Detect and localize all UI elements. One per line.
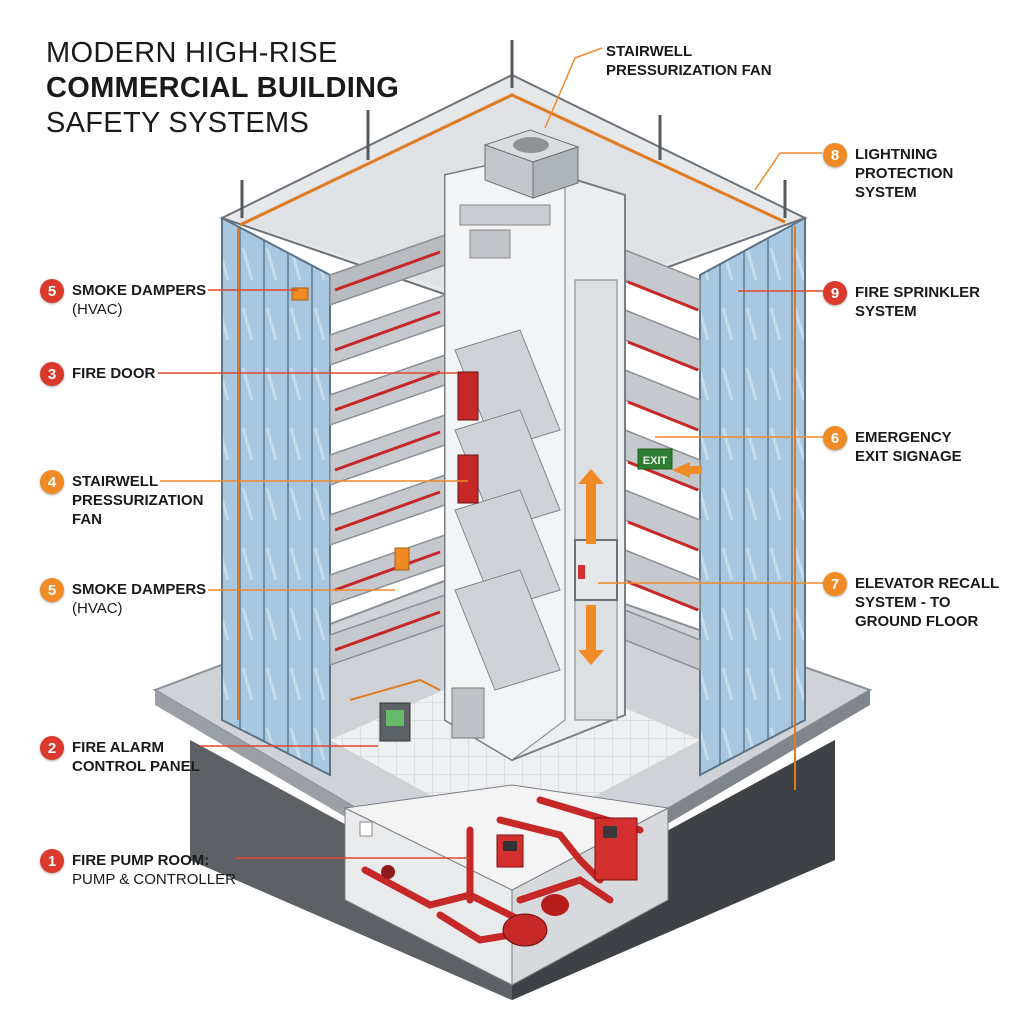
top-fan-label-line-2: PRESSURIZATION FAN [606, 62, 772, 79]
callout-badge: 8 [823, 143, 847, 167]
callout-line: (HVAC) [72, 600, 123, 617]
callout-stairwell-fan: 4 STAIRWELL PRESSURIZATION FAN [40, 470, 203, 529]
pump-room [343, 784, 670, 986]
callout-fire-alarm-panel: 2 FIRE ALARM CONTROL PANEL [40, 736, 200, 776]
top-fan-label: STAIRWELL PRESSURIZATION FAN [606, 42, 772, 80]
callout-line: CONTROL PANEL [72, 758, 200, 775]
callout-line: FIRE DOOR [72, 365, 156, 382]
callout-line: FIRE SPRINKLER [855, 284, 981, 301]
callout-line: LIGHTNING [855, 146, 938, 163]
exit-sign-text: EXIT [643, 455, 668, 467]
callout-line: PRESSURIZATION [72, 492, 204, 509]
top-fan-label-line-1: STAIRWELL [606, 43, 693, 60]
air-terminals [240, 40, 787, 218]
callout-line: SYSTEM - TO [855, 594, 951, 611]
callout-fire-pump-room: 1 FIRE PUMP ROOM: PUMP & CONTROLLER [40, 849, 236, 889]
callout-badge: 6 [823, 426, 847, 450]
callout-line: SYSTEM [855, 184, 917, 201]
callout-smoke-dampers-lower: 5 SMOKE DAMPERS (HVAC) [40, 578, 206, 618]
title-line-3: SAFETY SYSTEMS [46, 106, 310, 139]
callout-badge: 3 [40, 362, 64, 386]
pressurization-fan-unit [483, 129, 580, 199]
left-facade [221, 216, 331, 777]
left-sprinkler-pipes [334, 250, 441, 652]
callout-fire-sprinkler: 9 FIRE SPRINKLER SYSTEM [823, 281, 980, 321]
callout-badge: 5 [40, 279, 64, 303]
callout-line: SMOKE DAMPERS [72, 282, 207, 299]
leader-lines-red [158, 289, 825, 859]
callout-badge: 4 [40, 470, 64, 494]
callout-badge: 2 [40, 736, 64, 760]
callout-emergency-exit-signage: 6 EMERGENCY EXIT SIGNAGE [823, 426, 962, 466]
callout-line: SYSTEM [855, 303, 917, 320]
callout-line: PUMP & CONTROLLER [72, 871, 236, 888]
callout-line: GROUND FLOOR [855, 613, 979, 630]
central-core [444, 158, 626, 762]
callout-fire-door: 3 FIRE DOOR [40, 362, 155, 386]
callout-smoke-dampers-upper: 5 SMOKE DAMPERS (HVAC) [40, 279, 206, 319]
callout-badge: 5 [40, 578, 64, 602]
smoke-damper-upper [291, 287, 309, 301]
callout-line: EMERGENCY [855, 429, 952, 446]
title-line-2: COMMERCIAL BUILDING [46, 71, 400, 104]
callout-lightning-protection: 8 LIGHTNING PROTECTION SYSTEM [823, 143, 953, 202]
callout-line: FIRE ALARM [72, 739, 164, 756]
right-facade [699, 216, 806, 777]
callout-badge: 9 [823, 281, 847, 305]
callout-line: ELEVATOR RECALL [855, 575, 1000, 592]
callout-line: FAN [72, 511, 102, 528]
callout-elevator-recall: 7 ELEVATOR RECALL SYSTEM - TO GROUND FLO… [823, 572, 999, 631]
elevator-arrows [578, 469, 604, 665]
callout-badge: 7 [823, 572, 847, 596]
leader-lines-orange [160, 47, 825, 591]
smoke-damper-lower [394, 547, 410, 571]
callout-badge: 1 [40, 849, 64, 873]
diagram-title: MODERN HIGH-RISE COMMERCIAL BUILDING SAF… [46, 36, 399, 140]
callout-line: SMOKE DAMPERS [72, 581, 207, 598]
callout-line: PROTECTION [855, 165, 954, 182]
callout-line: EXIT SIGNAGE [855, 448, 962, 465]
ground-lobby [349, 678, 485, 742]
callout-line: STAIRWELL [72, 473, 159, 490]
callout-line: (HVAC) [72, 301, 123, 318]
exit-sign: EXIT [637, 448, 702, 478]
title-line-1: MODERN HIGH-RISE [46, 37, 338, 69]
callout-line: FIRE PUMP ROOM: [72, 852, 210, 869]
